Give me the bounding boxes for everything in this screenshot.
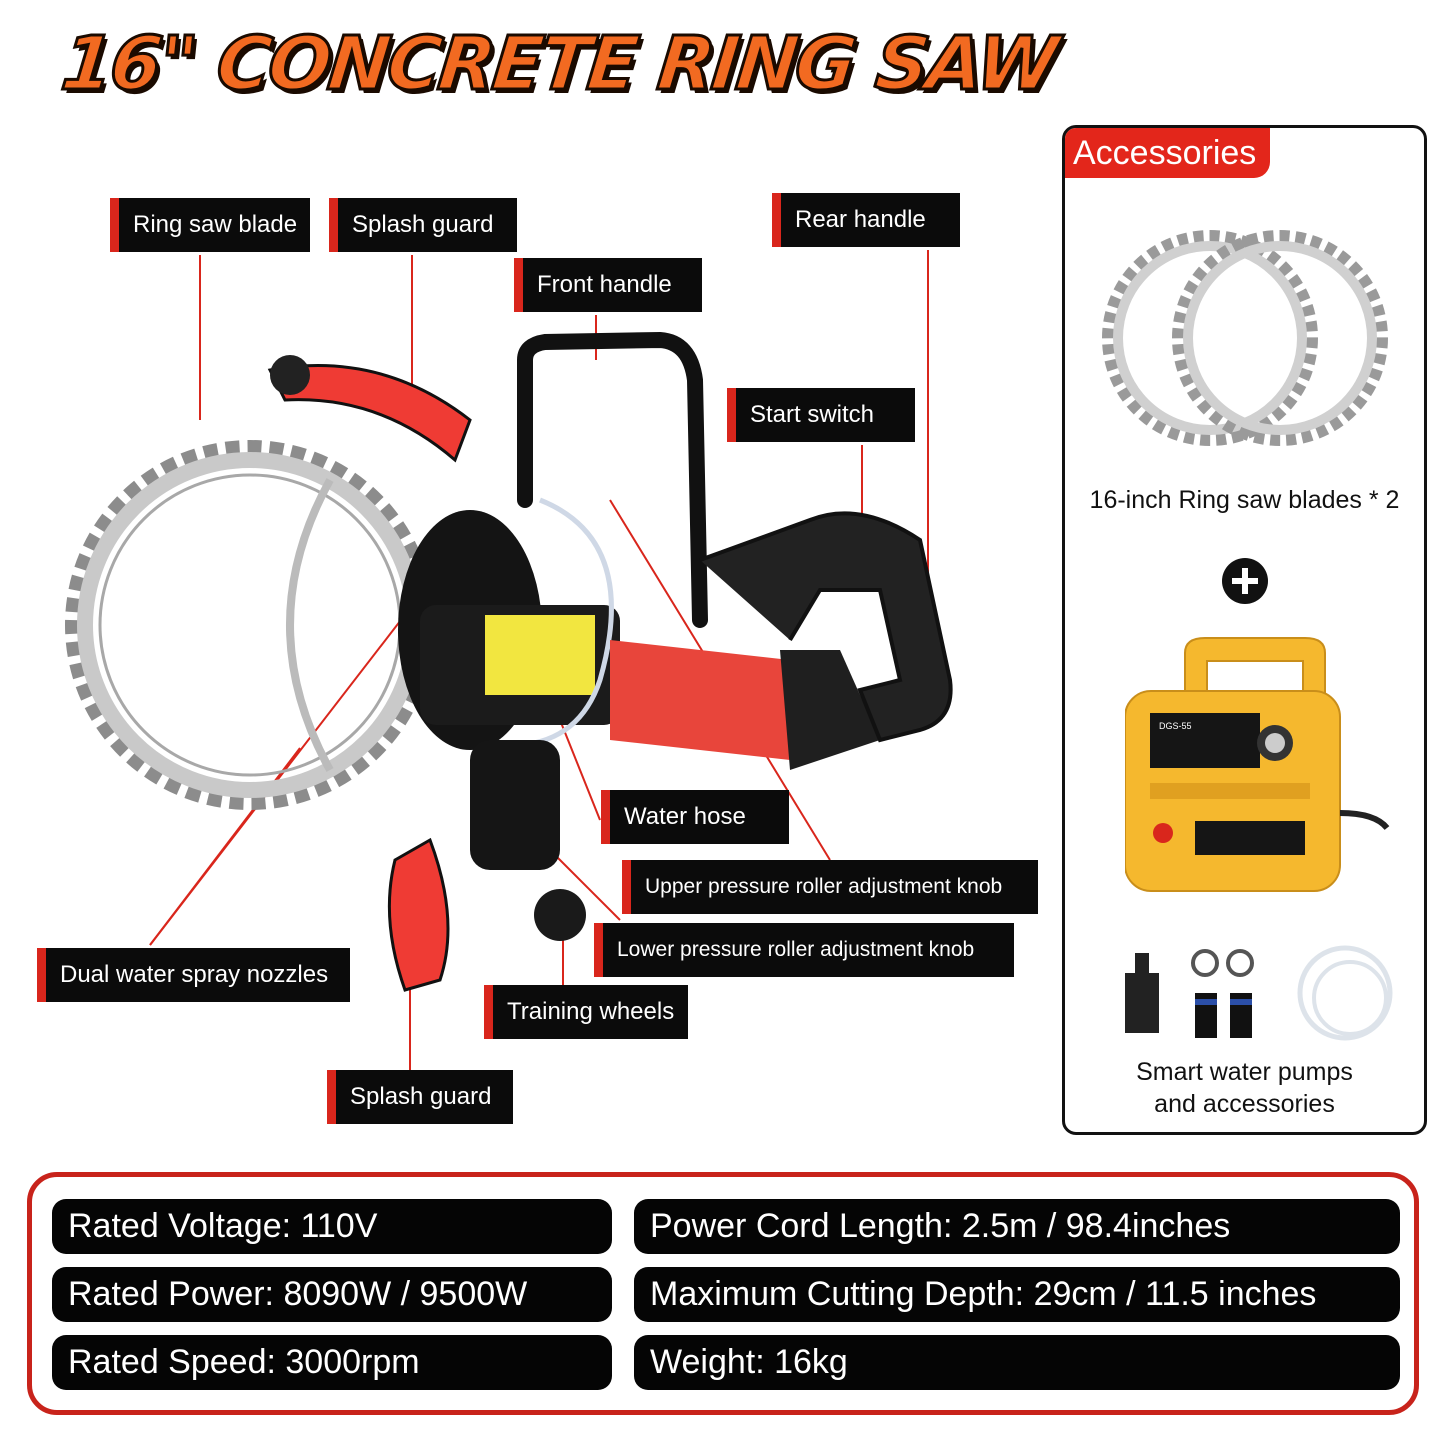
specs-panel: Rated Voltage: 110V Rated Power: 8090W /… (27, 1172, 1419, 1415)
spec-max-cutting-depth: Maximum Cutting Depth: 29cm / 11.5 inche… (634, 1267, 1400, 1322)
accessories-panel: Accessories 16-inch Ring saw blades * 2 … (1062, 125, 1427, 1135)
callout-splash-guard-bottom: Splash guard (327, 1070, 513, 1124)
callout-rear-handle: Rear handle (772, 193, 960, 247)
blades-caption: 16-inch Ring saw blades * 2 (1089, 486, 1400, 514)
ring-saw-illustration (65, 250, 953, 1070)
ring-blades-icon (1102, 230, 1388, 446)
callout-training-wheels: Training wheels (484, 985, 688, 1039)
product-diagram: Ring saw blade Splash guard Front handle… (0, 120, 1060, 1160)
plus-icon (1222, 558, 1268, 604)
callout-splash-guard-top: Splash guard (329, 198, 517, 252)
callout-dual-nozzles: Dual water spray nozzles (37, 948, 350, 1002)
callout-ring-saw-blade: Ring saw blade (110, 198, 310, 252)
callout-water-hose: Water hose (601, 790, 789, 844)
ring-blade (65, 440, 435, 810)
callout-lower-knob: Lower pressure roller adjustment knob (594, 923, 1014, 977)
callout-upper-knob: Upper pressure roller adjustment knob (622, 860, 1038, 914)
page-title: 16" CONCRETE RING SAW (56, 20, 1061, 109)
spec-weight: Weight: 16kg (634, 1335, 1400, 1390)
callout-start-switch: Start switch (727, 388, 915, 442)
spec-power-cord-length: Power Cord Length: 2.5m / 98.4inches (634, 1199, 1400, 1254)
spec-rated-voltage: Rated Voltage: 110V (52, 1199, 612, 1254)
spec-rated-power: Rated Power: 8090W / 9500W (52, 1267, 612, 1322)
pump-caption-line2: and accessories (1154, 1090, 1335, 1118)
spec-rated-speed: Rated Speed: 3000rpm (52, 1335, 612, 1390)
pump-caption-line1: Smart water pumps (1136, 1058, 1353, 1086)
callout-front-handle: Front handle (514, 258, 702, 312)
accessories-title: Accessories (1065, 128, 1271, 178)
water-pump-icon: DGS-55 (1125, 633, 1395, 893)
pump-model-label: DGS-55 (1159, 721, 1192, 731)
pump-accessories-icon (1125, 945, 1393, 1041)
